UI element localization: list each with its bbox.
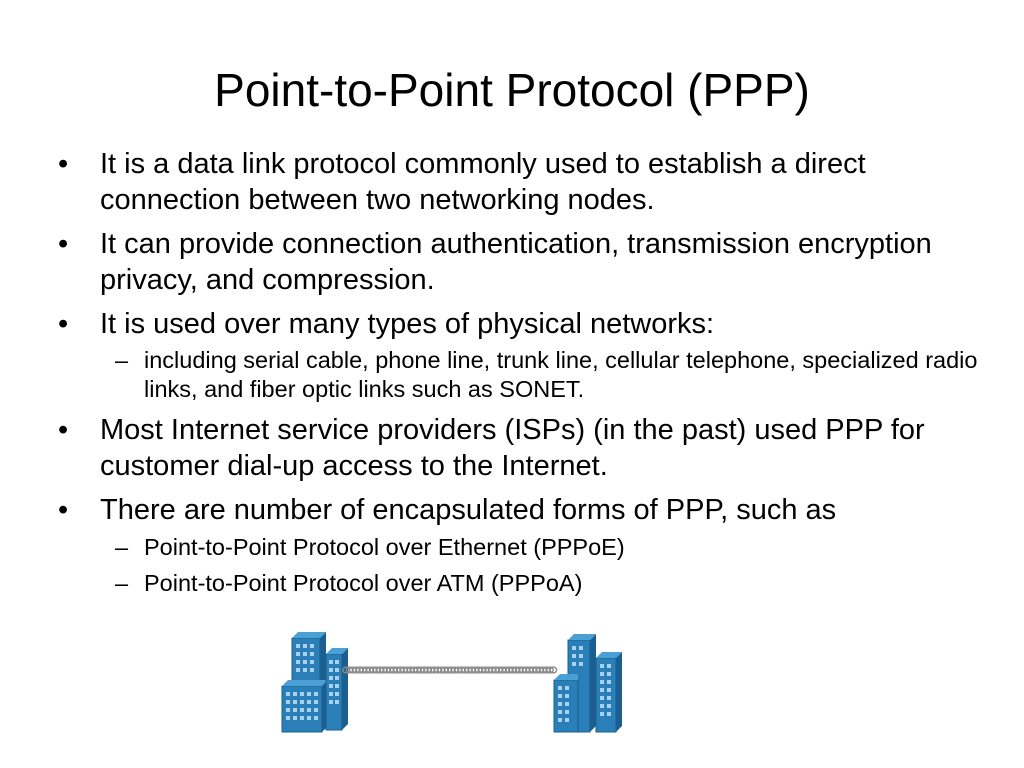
bullet-marker: • [58,494,69,526]
sub-bullet-text: Point-to-Point Protocol over Ethernet (P… [144,534,625,560]
bullet-text: It is used over many types of physical n… [100,308,715,340]
sub-bullet-text: Point-to-Point Protocol over ATM (PPPoA) [144,570,583,596]
bullet-text: It can provide connection authentication… [100,228,932,296]
sub-bullet-item: – Point-to-Point Protocol over Ethernet … [100,532,998,562]
sub-bullet-text: including serial cable, phone line, trun… [144,347,978,402]
sub-bullet-marker: – [115,570,129,596]
sub-bullet-marker: – [115,534,129,560]
slide-title: Point-to-Point Protocol (PPP) [214,64,810,116]
bullet-item: • It can provide connection authenticati… [58,226,998,298]
sub-bullet-marker: – [115,347,129,373]
bullet-marker: • [58,414,69,446]
bullet-text: It is a data link protocol commonly used… [100,148,866,216]
bullet-marker: • [58,308,69,340]
bullet-text: There are number of encapsulated forms o… [100,494,837,526]
bullet-marker: • [58,148,69,180]
sub-bullet-item: – including serial cable, phone line, tr… [100,346,998,404]
bullet-item: • Most Internet service providers (ISPs)… [58,412,998,484]
building-icon [281,632,348,733]
bullet-item: • There are number of encapsulated forms… [58,492,998,528]
serial-cable-icon [342,666,558,674]
building-icon [553,634,622,733]
bullet-text: Most Internet service providers (ISPs) (… [100,414,925,482]
ppp-link-illustration [281,632,622,733]
sub-bullet-item: – Point-to-Point Protocol over ATM (PPPo… [100,568,998,598]
bullet-item: • It is used over many types of physical… [58,306,998,342]
bullet-item: • It is a data link protocol commonly us… [58,146,998,218]
bullet-list: • It is a data link protocol commonly us… [58,146,998,604]
bullet-marker: • [58,228,69,260]
